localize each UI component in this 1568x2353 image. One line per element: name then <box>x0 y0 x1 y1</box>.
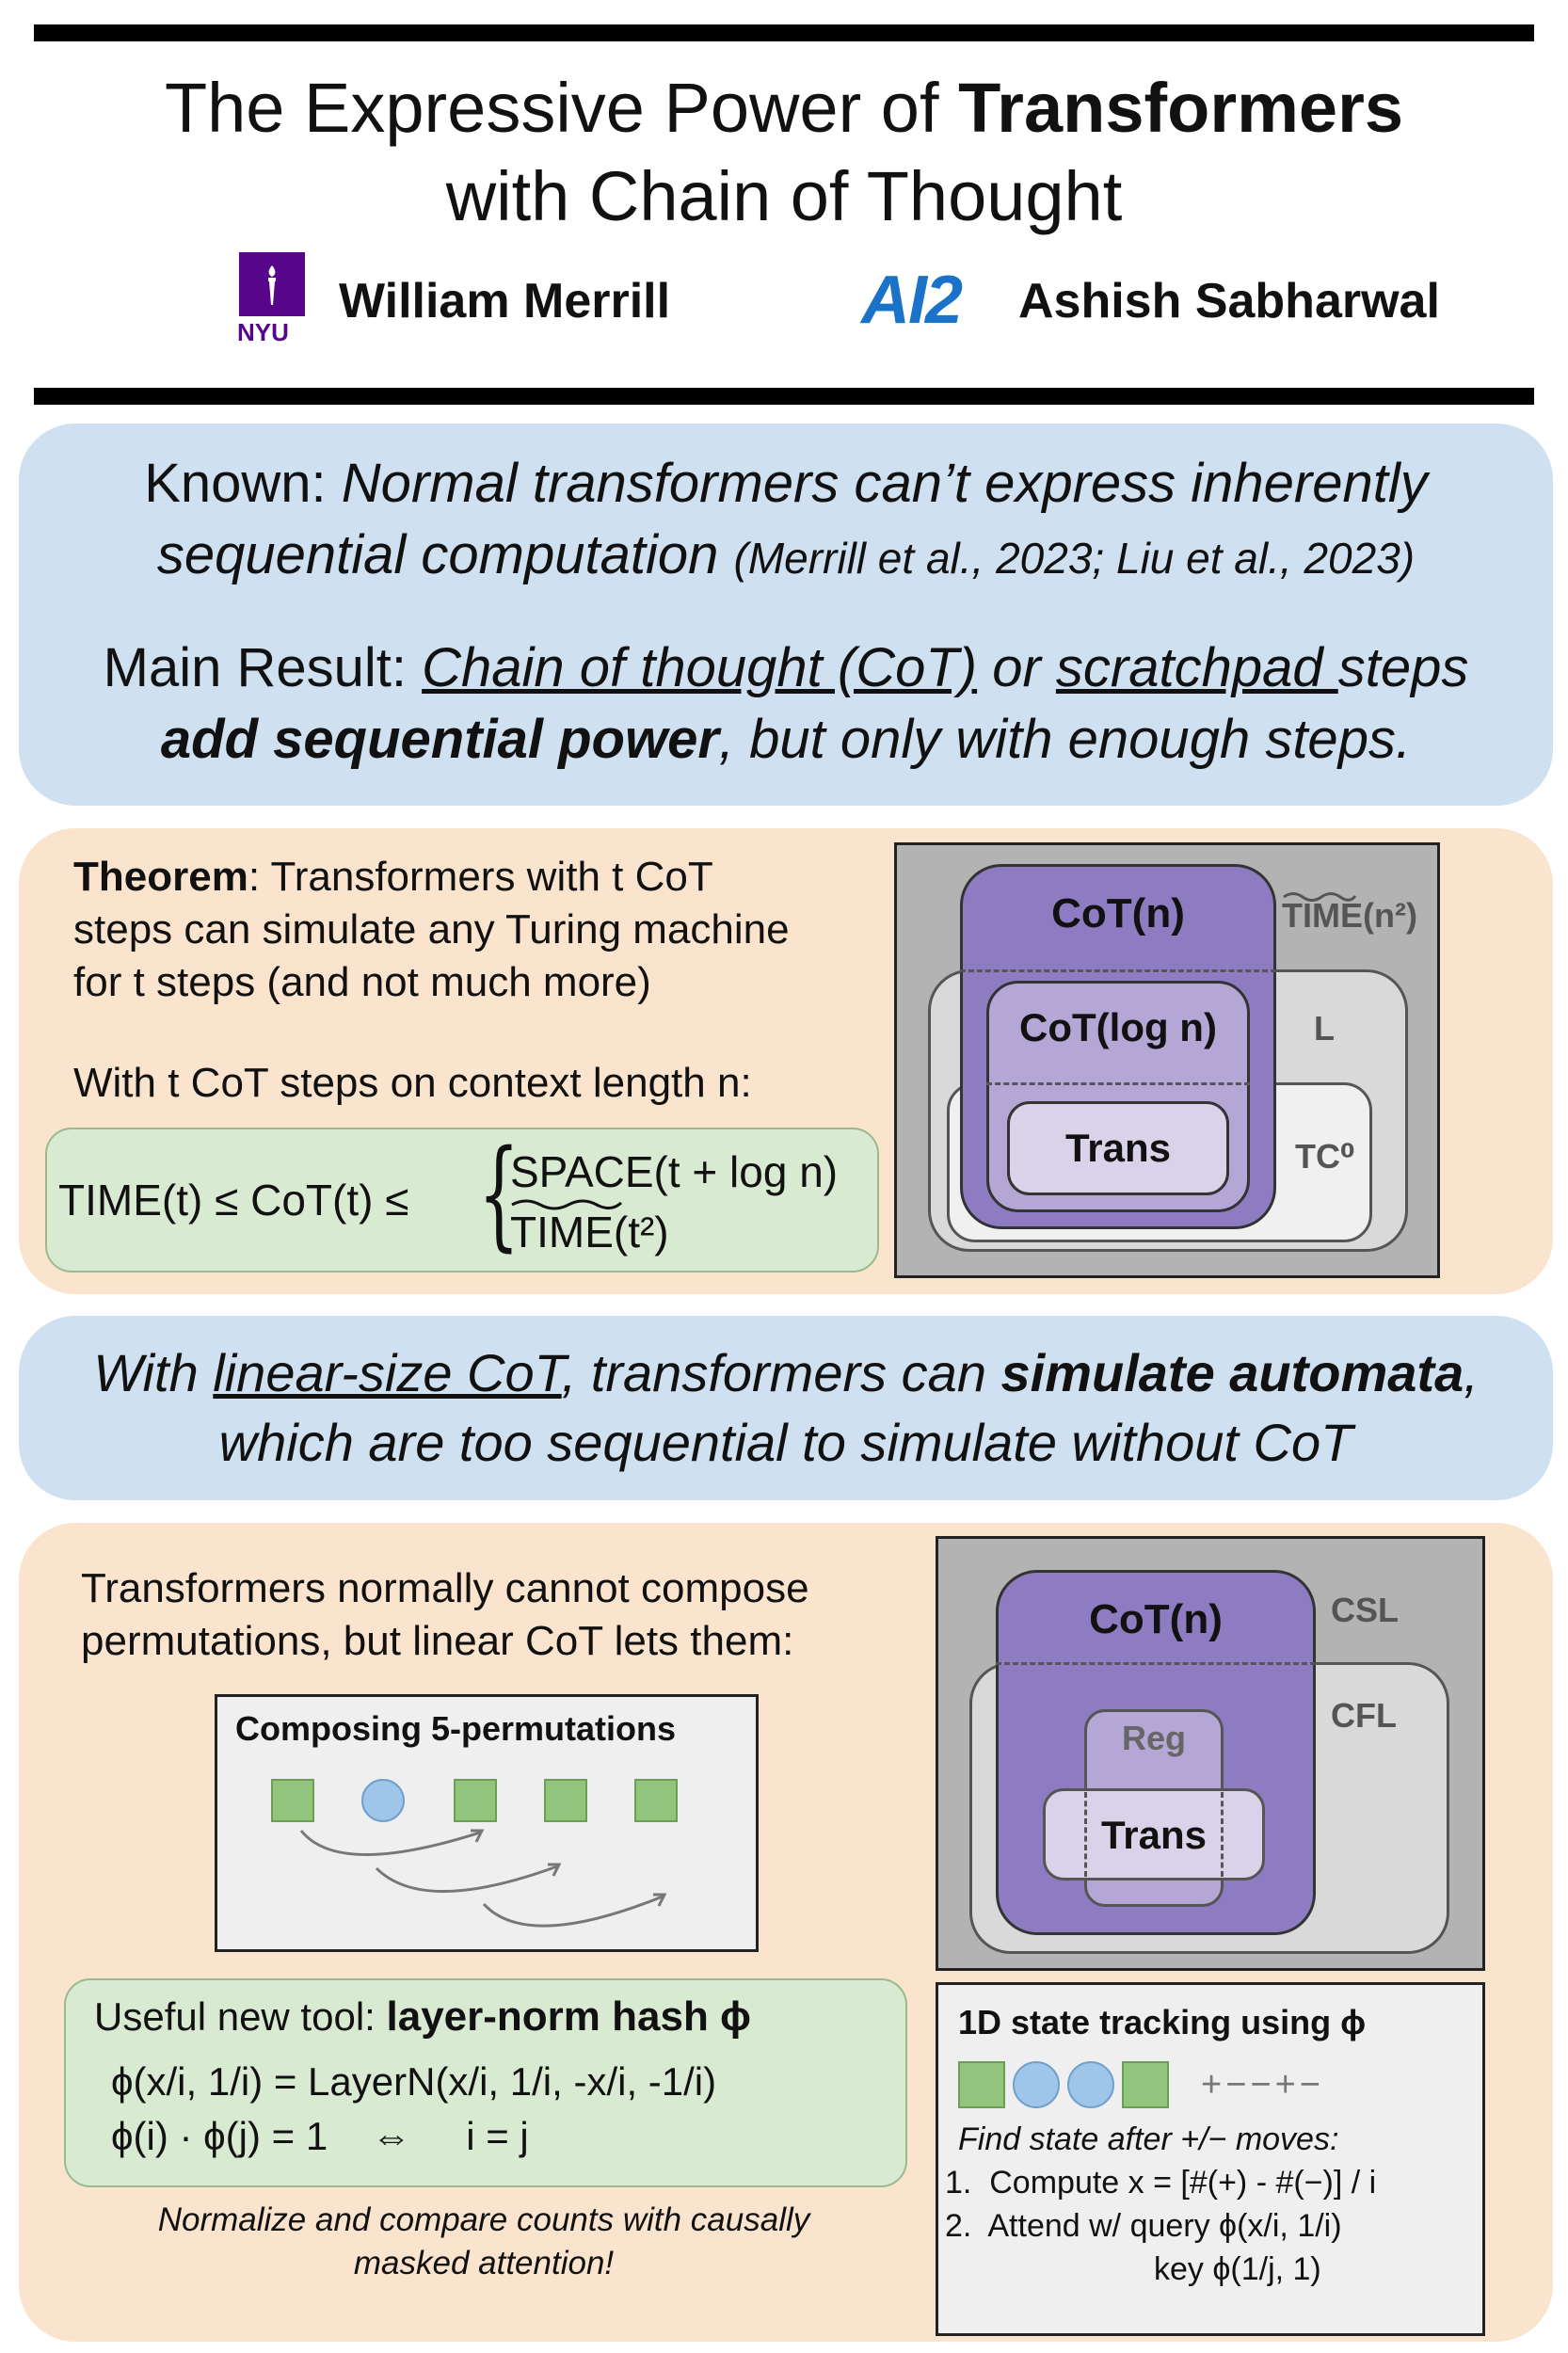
composition-arrows <box>299 1829 667 1928</box>
state-circle-3 <box>1067 2061 1114 2108</box>
known-statement: Known: Normal transformers can’t express… <box>144 453 1428 585</box>
label-l: L <box>1314 1009 1335 1048</box>
tool-note: Normalize and compare counts with causal… <box>157 2201 810 2281</box>
poster-title: The Expressive Power of Transformers wit… <box>164 69 1404 235</box>
perm-square-4 <box>544 1779 587 1822</box>
upper-bound-space: SPACE(t + log n) <box>510 1147 839 1196</box>
state-square-1 <box>958 2061 1005 2108</box>
top-rule <box>34 24 1534 41</box>
automata-banner <box>19 1316 1553 1500</box>
tool-heading: Useful new tool: layer-norm hash ϕ <box>94 1993 752 2040</box>
torch-icon <box>268 265 276 305</box>
upper-bound-time: TIME(t²) <box>510 1208 669 1257</box>
dashed-reg-left <box>1084 1792 1087 1877</box>
dashed-reg-right <box>1221 1792 1224 1877</box>
label-trans-2: Trans <box>1100 1813 1208 1857</box>
tracking-step-2: 2. Attend w/ query ϕ(x/i, 1/i) <box>945 2208 1342 2244</box>
label-reg: Reg <box>1121 1719 1186 1757</box>
permutation-figure-title: Composing 5-permutations <box>235 1709 677 1748</box>
main-result-statement: Main Result: Chain of thought (CoT) or s… <box>103 637 1469 770</box>
brace-icon: { <box>478 1125 520 1263</box>
tracking-step-3: key ϕ(1/j, 1) <box>1154 2251 1321 2287</box>
label-cot-n-2: CoT(n) <box>1089 1596 1223 1642</box>
label-time-n2: TIME(n²) <box>1282 896 1417 935</box>
label-csl: CSL <box>1331 1591 1399 1629</box>
author-merrill: William Merrill <box>339 274 671 328</box>
permutations-intro: Transformers normally cannot compose per… <box>81 1565 809 1664</box>
perm-square-3 <box>454 1779 497 1822</box>
state-circle-2 <box>1013 2061 1060 2108</box>
tilde-icon-2 <box>1282 888 1357 902</box>
state-tracking-box <box>936 1982 1485 2336</box>
perm-square-1 <box>271 1779 314 1822</box>
layernorm-tool-box <box>64 1978 907 2187</box>
permutation-figure <box>215 1694 759 1952</box>
perm-circle-2 <box>361 1779 405 1822</box>
nyu-logo <box>239 252 305 316</box>
label-cot-log: CoT(log n) <box>1019 1005 1217 1049</box>
label-cfl: CFL <box>1331 1696 1397 1735</box>
summary-panel <box>19 424 1553 806</box>
label-tc0: TC⁰ <box>1295 1137 1355 1176</box>
theorem-text: Theorem: Transformers with t CoT steps c… <box>73 854 790 1005</box>
inequality-left: TIME(t) ≤ CoT(t) ≤ <box>58 1176 409 1225</box>
label-trans: Trans <box>1064 1126 1172 1170</box>
tilde-icon <box>510 1195 623 1210</box>
automata-statement: With linear-size CoT, transformers can s… <box>93 1343 1479 1472</box>
perm-square-5 <box>634 1779 678 1822</box>
find-state-text: Find state after +/− moves: <box>958 2121 1339 2157</box>
move-sequence: +−−+− <box>1201 2065 1324 2105</box>
state-square-4 <box>1122 2061 1169 2108</box>
hash-equation-2: ϕ(i) · ϕ(j) = 1 ⇔ i = j <box>111 2114 529 2158</box>
tracking-step-1: 1. Compute x = [#(+) - #(−)] / i <box>945 2165 1377 2201</box>
header-bottom-rule <box>34 388 1534 405</box>
dashed-line-tc0 <box>986 1082 1250 1085</box>
context-length-line: With t CoT steps on context length n: <box>73 1060 752 1106</box>
label-cot-n: CoT(n) <box>1051 890 1185 936</box>
hash-equation-1: ϕ(x/i, 1/i) = LayerN(x/i, 1/i, -x/i, -1/… <box>111 2059 717 2104</box>
ai2-logo: AI2 <box>861 263 963 338</box>
inequality-box <box>45 1128 879 1273</box>
dashed-line-l <box>960 969 1276 972</box>
dashed-line-cfl <box>996 1662 1316 1665</box>
state-tracking-title: 1D state tracking using ϕ <box>958 2003 1367 2041</box>
trans-region-2 <box>1043 1788 1265 1881</box>
author-sabharwal: Ashish Sabharwal <box>1018 274 1440 328</box>
trans-region <box>1007 1101 1229 1195</box>
nyu-logo-text: NYU <box>237 318 289 346</box>
